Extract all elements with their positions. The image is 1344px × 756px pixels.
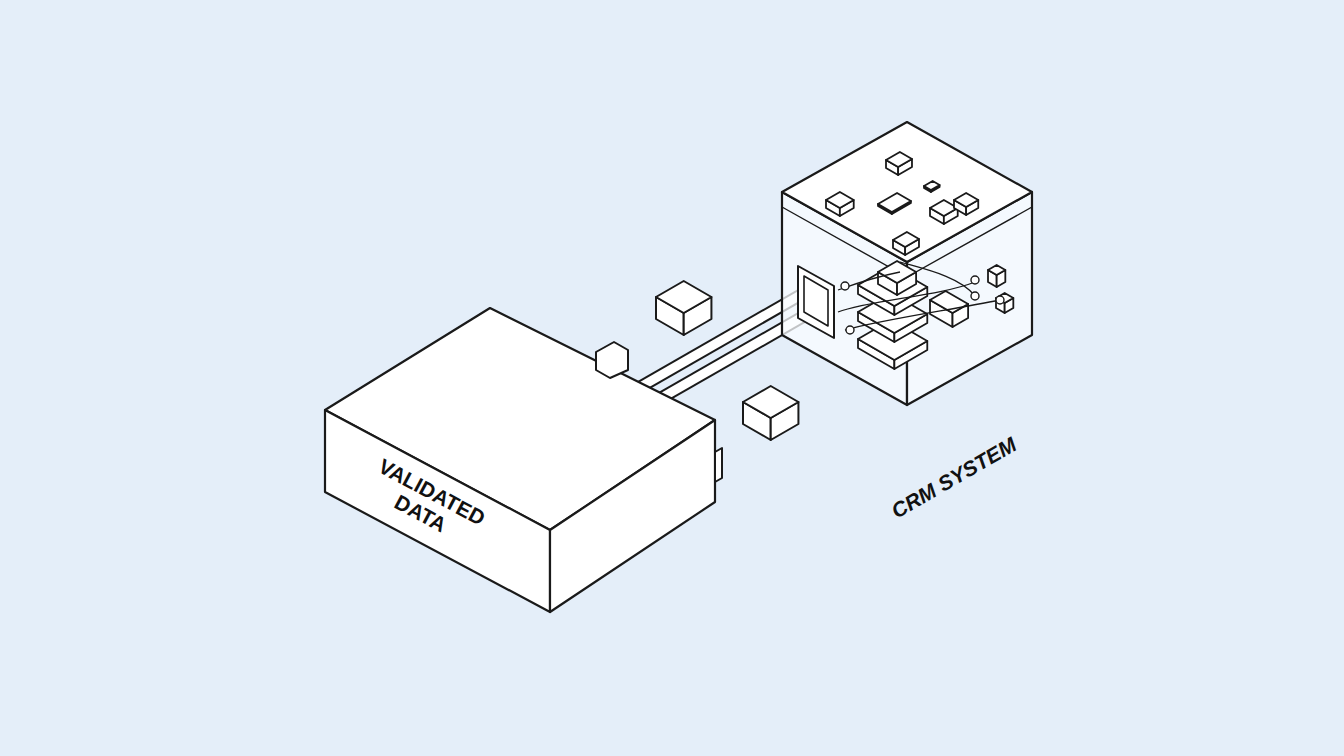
box-side xyxy=(550,420,715,612)
block-top xyxy=(924,181,940,190)
crm-cube: CRM SYSTEM xyxy=(778,115,1038,415)
block-top xyxy=(743,386,798,418)
block-top xyxy=(886,152,912,167)
block-top xyxy=(878,193,911,212)
block-top xyxy=(656,281,711,313)
block-top xyxy=(954,193,978,207)
shape-outline xyxy=(778,115,1038,415)
block-top xyxy=(996,293,1013,303)
inner-wire xyxy=(838,272,900,290)
block-top xyxy=(988,265,1005,275)
solder-point xyxy=(971,276,979,284)
cube-top xyxy=(782,122,1032,262)
solder-point xyxy=(971,292,979,300)
solder-point xyxy=(841,282,849,290)
port-tab xyxy=(715,448,722,482)
block-top xyxy=(826,192,854,208)
inner-wire xyxy=(845,300,1000,330)
port-tab xyxy=(596,342,628,378)
solder-point xyxy=(846,326,854,334)
data-box: VALIDATED DATA xyxy=(322,305,732,617)
system-label: CRM SYSTEM xyxy=(887,433,1020,524)
port-frame xyxy=(798,266,834,338)
block-top xyxy=(893,232,919,247)
inner-wire xyxy=(838,282,975,312)
port-socket xyxy=(804,276,828,326)
solder-point xyxy=(996,296,1004,304)
inner-wire xyxy=(900,262,975,296)
box-front xyxy=(325,410,550,612)
